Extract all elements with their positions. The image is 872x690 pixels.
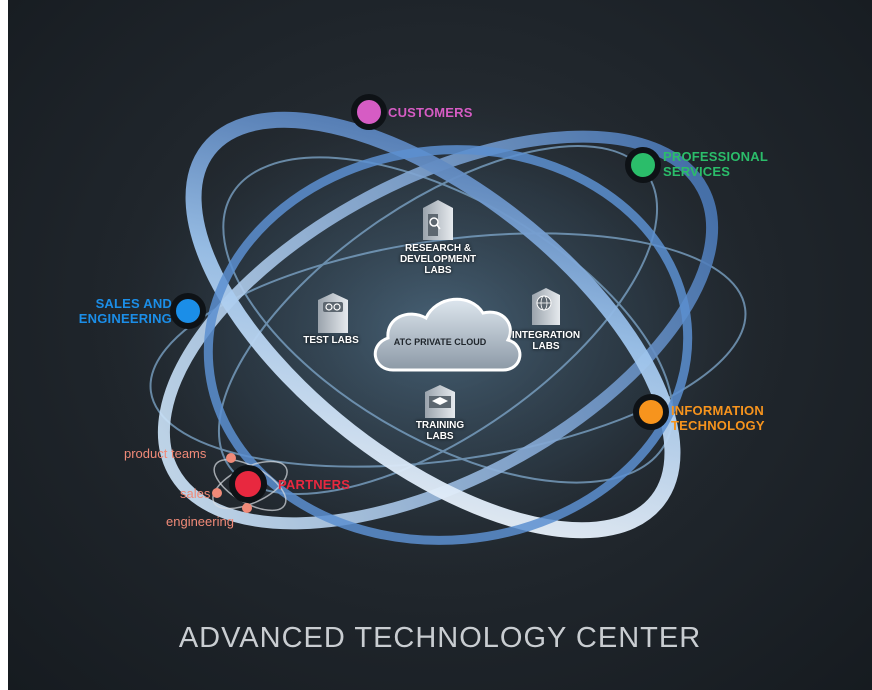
orbit-diagram-graphic	[88, 70, 788, 590]
engineering-label: engineering	[166, 514, 234, 529]
partners-node	[229, 465, 267, 503]
orbit-ribbon-1	[157, 130, 719, 530]
sales-node	[212, 488, 222, 498]
professional-services-node	[625, 147, 661, 183]
graduation-cap-building-icon	[425, 385, 455, 418]
training-labs-label: TRAINING LABS	[415, 420, 465, 442]
atc-diagram: CUSTOMERS PROFESSIONAL SERVICES SALES AN…	[8, 0, 872, 690]
partners-label: PARTNERS	[278, 477, 351, 492]
search-building-icon	[423, 200, 453, 240]
customers-node	[351, 94, 387, 130]
page-title: ADVANCED TECHNOLOGY CENTER	[178, 622, 702, 654]
globe-building-icon	[532, 288, 560, 325]
information-technology-node	[633, 394, 669, 430]
customers-label: CUSTOMERS	[388, 105, 473, 120]
atc-private-cloud-label: ATC PRIVATE CLOUD	[393, 337, 487, 347]
orbit-ribbon-3	[203, 145, 693, 545]
test-labs-label: TEST LABS	[303, 335, 359, 346]
information-technology-label: INFORMATION TECHNOLOGY	[671, 403, 765, 433]
rnd-labs-label: RESEARCH & DEVELOPMENT LABS	[399, 243, 477, 276]
sales-engineering-label: SALES AND ENGINEERING	[78, 296, 172, 326]
product-teams-node	[226, 453, 236, 463]
integration-labs-label: INTEGRATION LABS	[511, 330, 581, 352]
product-teams-label: product teams	[124, 446, 207, 461]
cloud-icon	[373, 297, 522, 372]
link-building-icon	[318, 293, 348, 333]
sales-label: sales	[180, 486, 211, 501]
engineering-node	[242, 503, 252, 513]
sales-engineering-node	[170, 293, 206, 329]
orbit-ribbon-2	[185, 111, 681, 539]
professional-services-label: PROFESSIONAL SERVICES	[663, 149, 768, 179]
